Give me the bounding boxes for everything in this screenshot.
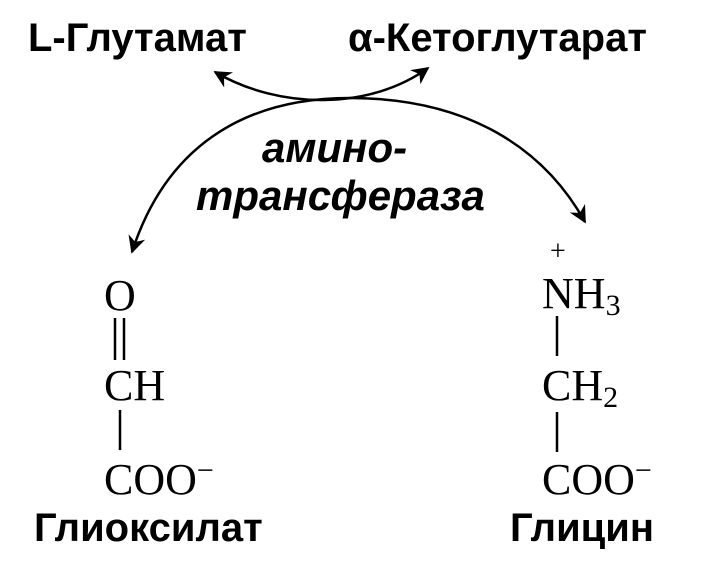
left-coo-text: COO xyxy=(104,455,197,504)
left-coo-charge: − xyxy=(196,454,214,487)
l-glutamate-label: L-Глутамат xyxy=(28,16,247,60)
right-carboxylate-group: COO− xyxy=(542,454,652,505)
glutamate-ketoglutarate-arrow xyxy=(213,66,430,102)
enzyme-label-line2: трансфераза xyxy=(196,172,485,219)
right-ch2-group: CH2 xyxy=(542,360,618,415)
ch-subscript: 2 xyxy=(603,381,619,414)
right-coo-charge: − xyxy=(634,454,652,487)
ch-text: CH xyxy=(542,361,604,410)
glycine-name: Глицин xyxy=(510,506,655,550)
right-coo-text: COO xyxy=(542,455,635,504)
nh-text: NH xyxy=(542,269,606,318)
right-ammonium-group: NH3 xyxy=(542,268,621,323)
glyoxylate-glycine-arrow xyxy=(128,96,587,254)
left-oxygen-atom: O xyxy=(104,271,136,320)
alpha-ketoglutarate-label: α-Кетоглутарат xyxy=(348,16,647,60)
enzyme-label-line1: амино- xyxy=(262,124,408,171)
left-carboxylate-group: COO− xyxy=(104,454,214,505)
nh-subscript: 3 xyxy=(605,289,621,322)
ammonium-charge: + xyxy=(550,236,566,267)
glyoxylate-name: Глиоксилат xyxy=(34,506,263,550)
left-ch-group: CH xyxy=(104,361,166,410)
